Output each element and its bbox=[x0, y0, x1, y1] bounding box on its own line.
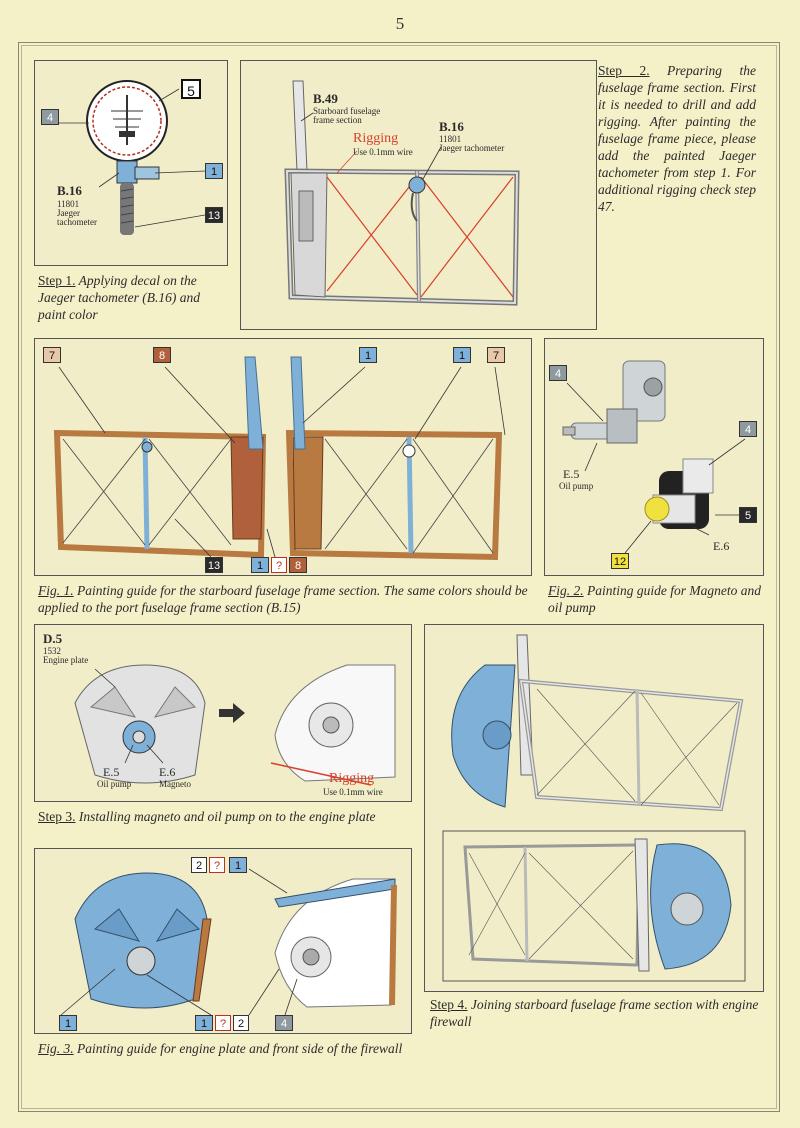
step4-panel bbox=[424, 624, 764, 992]
paint-tag-1-b: 1 bbox=[453, 347, 471, 363]
page-number: 5 bbox=[395, 14, 405, 33]
page-border bbox=[18, 42, 780, 1112]
fig2-caption: Fig. 2. Painting guide for Magneto and o… bbox=[548, 583, 761, 615]
paint-tag-5: 5 bbox=[739, 507, 757, 523]
rigging-note: Use 0.1mm wire bbox=[353, 147, 413, 157]
part-b16-no: 11801 bbox=[57, 199, 80, 209]
part-e5-id: E.5 bbox=[563, 467, 580, 481]
part-b49-name-2: frame section bbox=[313, 115, 362, 125]
part-d5-name: Engine plate bbox=[43, 655, 89, 665]
step1-panel: 4 5 1 13 B.16 11801 Jaeger tachometer bbox=[34, 60, 228, 266]
paint-tag-1-a: 1 bbox=[359, 347, 377, 363]
step4-caption: Step 4. Joining starboard fuselage frame… bbox=[430, 997, 759, 1029]
magneto-oil-pump-illustration bbox=[562, 360, 746, 554]
paint-tag-question-b: ? bbox=[215, 1015, 231, 1031]
step3-panel: D.5 1532 Engine plate E.5 Oil pump E.6 M… bbox=[34, 624, 412, 802]
paint-tag-question: ? bbox=[209, 857, 225, 873]
paint-tag-4-b: 4 bbox=[739, 421, 757, 437]
part-e6-id-step3: E.6 bbox=[159, 765, 176, 779]
part-d5-no: 1532 bbox=[43, 646, 61, 656]
part-b16-id: B.16 bbox=[57, 183, 82, 198]
paint-tag-7-b: 7 bbox=[487, 347, 505, 363]
engine-plate-painting-guide-illustration bbox=[60, 868, 397, 1016]
fig3-caption: Fig. 3. Painting guide for engine plate … bbox=[38, 1041, 403, 1056]
step3-caption: Step 3. Installing magneto and oil pump … bbox=[38, 809, 376, 824]
paint-tag-question: ? bbox=[271, 557, 287, 573]
part-e5-name: Oil pump bbox=[559, 481, 594, 491]
paint-tag-4: 4 bbox=[275, 1015, 293, 1031]
fig3-panel: 2 ? 1 1 1 ? 2 4 bbox=[34, 848, 412, 1034]
paint-tag-4: 4 bbox=[41, 109, 59, 125]
part-e5-name-step3: Oil pump bbox=[97, 779, 132, 789]
page-border-inner bbox=[21, 45, 777, 1109]
part-d5-id: D.5 bbox=[43, 631, 63, 646]
part-b16-name-step2: Jaeger tachometer bbox=[439, 143, 505, 153]
paint-tag-1-c: 1 bbox=[251, 557, 269, 573]
paint-tag-1: 1 bbox=[229, 857, 247, 873]
step2-text: Step 2. Preparing the fuselage frame sec… bbox=[598, 63, 756, 214]
rigging-label-step3: Rigging bbox=[329, 771, 375, 786]
part-b49-name-1: Starboard fuselage bbox=[313, 106, 381, 116]
fig2-panel: 4 4 5 12 E.5 Oil pump E.6 bbox=[544, 338, 764, 576]
paint-tag-13: 13 bbox=[205, 207, 223, 223]
paint-tag-7: 7 bbox=[43, 347, 61, 363]
paint-tag-2-b: 2 bbox=[233, 1015, 249, 1031]
fig1-panel: 7 8 1 1 7 13 1 ? 8 bbox=[34, 338, 532, 576]
fig1-caption: Fig. 1. Painting guide for the starboard… bbox=[38, 583, 528, 615]
paint-tag-1-b: 1 bbox=[59, 1015, 77, 1031]
part-b16-name-2: tachometer bbox=[57, 217, 97, 227]
paint-tag-5: 5 bbox=[181, 79, 201, 99]
part-b16-name-1: Jaeger bbox=[57, 208, 80, 218]
part-b49-id: B.49 bbox=[313, 91, 338, 106]
fuselage-frame-rigging-illustration bbox=[284, 80, 520, 306]
part-b16-no-step2: 11801 bbox=[439, 134, 462, 144]
paint-tag-12: 12 bbox=[611, 553, 629, 569]
part-e6-id: E.6 bbox=[713, 539, 730, 553]
paint-tag-13: 13 bbox=[205, 557, 223, 573]
paint-tag-1-c: 1 bbox=[195, 1015, 213, 1031]
engine-plate-install-illustration bbox=[74, 664, 396, 786]
paint-tag-4-a: 4 bbox=[549, 365, 567, 381]
part-b16-id-step2: B.16 bbox=[439, 119, 464, 134]
paint-tag-8: 8 bbox=[153, 347, 171, 363]
paint-tag-2: 2 bbox=[191, 857, 207, 873]
fuselage-painting-guide-illustration bbox=[53, 356, 506, 561]
paint-tag-8-b: 8 bbox=[289, 557, 307, 573]
rigging-note-step3: Use 0.1mm wire bbox=[323, 787, 383, 797]
part-e6-name-step3: Magneto bbox=[159, 779, 191, 789]
firewall-join-illustration bbox=[442, 634, 746, 982]
paint-tag-1: 1 bbox=[205, 163, 223, 179]
step1-caption: Step 1. Applying decal on the Jaeger tac… bbox=[38, 273, 200, 322]
step2-panel: B.49 Starboard fuselage frame section Ri… bbox=[240, 60, 597, 330]
tachometer-illustration bbox=[57, 80, 206, 235]
part-e5-id-step3: E.5 bbox=[103, 765, 120, 779]
rigging-label: Rigging bbox=[353, 131, 399, 146]
